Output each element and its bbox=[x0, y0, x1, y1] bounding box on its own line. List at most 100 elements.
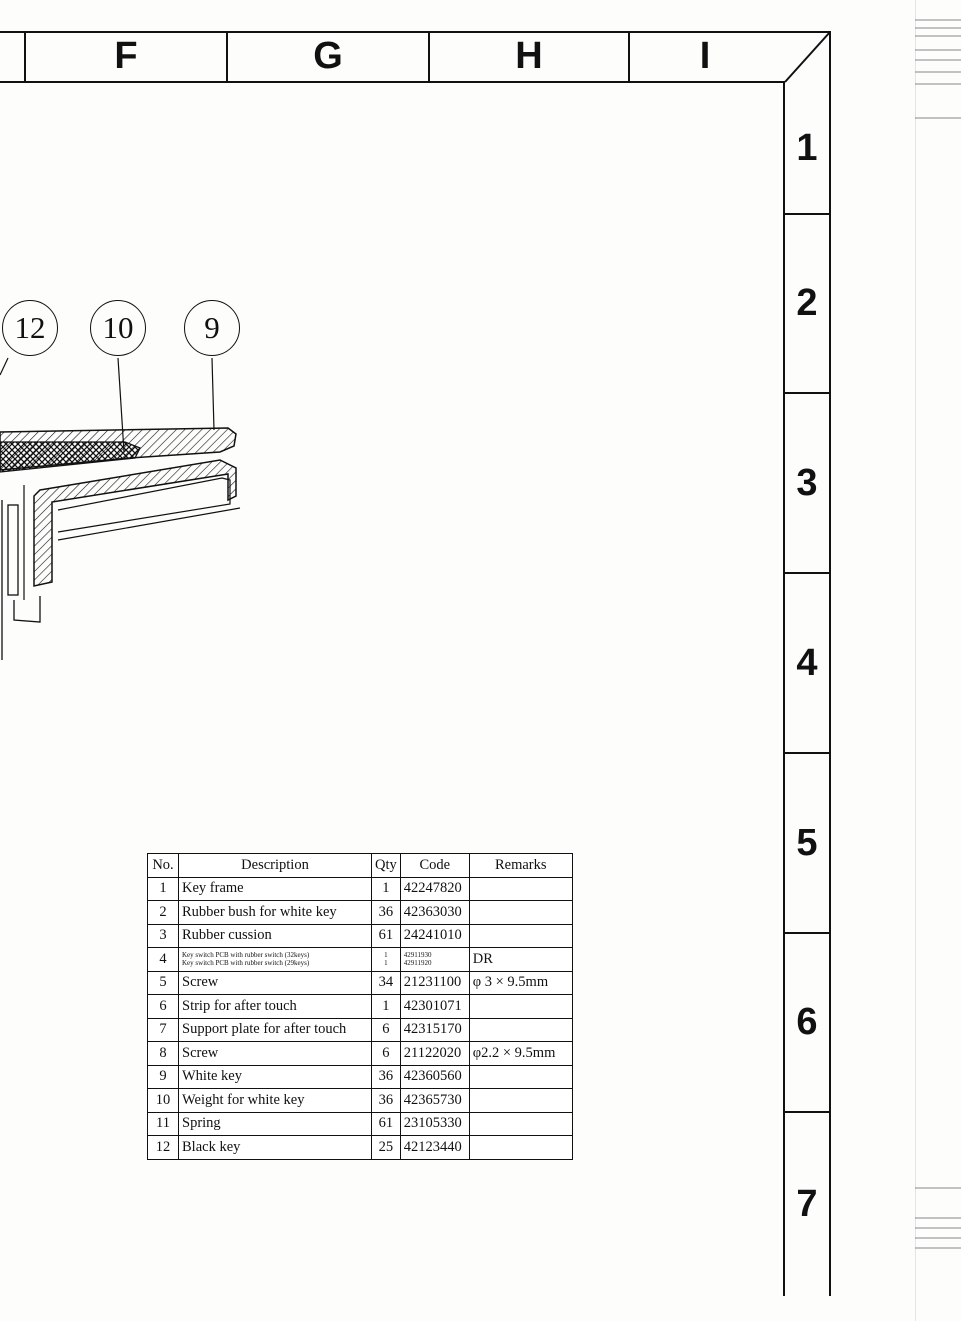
cell-code: 42123440 bbox=[399, 1135, 470, 1160]
cell-qty-line-1: 1 bbox=[384, 951, 388, 960]
cell-description: Black key bbox=[178, 1135, 372, 1160]
callout-9: 9 bbox=[184, 300, 240, 356]
cell-qty: 6 bbox=[371, 1041, 401, 1066]
cell-no: 5 bbox=[147, 970, 179, 995]
cell-code: 42315170 bbox=[399, 1017, 470, 1042]
table-row: 3 Rubber cussion 61 24241010 bbox=[147, 923, 573, 948]
cell-description-line-1: Key switch PCB with rubber switch (32key… bbox=[182, 951, 310, 960]
table-row: 7 Support plate for after touch 6 423151… bbox=[147, 1017, 573, 1042]
row-label-4: 4 bbox=[785, 574, 829, 754]
cell-description: Rubber cussion bbox=[178, 923, 372, 948]
cell-code: 42363030 bbox=[399, 900, 470, 925]
cell-qty: 1 bbox=[371, 994, 401, 1019]
table-row: 6 Strip for after touch 1 42301071 bbox=[147, 994, 573, 1019]
cell-description-line-2: Key switch PCB with rubber switch (29key… bbox=[182, 959, 310, 968]
cell-qty: 36 bbox=[371, 1064, 401, 1089]
cell-code: 23105330 bbox=[399, 1111, 470, 1136]
cell-description: White key bbox=[178, 1064, 372, 1089]
cell-qty: 34 bbox=[371, 970, 401, 995]
cell-qty: 6 bbox=[371, 1017, 401, 1042]
cell-no: 7 bbox=[147, 1017, 179, 1042]
cell-qty-line-2: 1 bbox=[384, 959, 388, 968]
cell-description: Spring bbox=[178, 1111, 372, 1136]
table-row: 1 Key frame 1 42247820 bbox=[147, 876, 573, 901]
cell-description: Support plate for after touch bbox=[178, 1017, 372, 1042]
cell-code-line-1: 42911930 bbox=[403, 951, 432, 960]
header-remarks: Remarks bbox=[468, 853, 573, 878]
cell-remarks bbox=[468, 923, 573, 948]
cell-code: 42301071 bbox=[399, 994, 470, 1019]
cell-remarks: φ 3 × 9.5mm bbox=[468, 970, 573, 995]
cell-qty: 61 bbox=[371, 923, 401, 948]
cell-code: 21231100 bbox=[399, 970, 470, 995]
cell-description: Rubber bush for white key bbox=[178, 900, 372, 925]
cell-code: 42365730 bbox=[399, 1088, 470, 1113]
cell-remarks: φ2.2 × 9.5mm bbox=[468, 1041, 573, 1066]
cell-remarks bbox=[468, 876, 573, 901]
cell-no: 8 bbox=[147, 1041, 179, 1066]
column-label-i: I bbox=[699, 34, 711, 77]
cell-qty: 36 bbox=[371, 1088, 401, 1113]
header-description: Description bbox=[178, 853, 372, 878]
cell-no: 6 bbox=[147, 994, 179, 1019]
cell-remarks bbox=[468, 900, 573, 925]
table-row: 8 Screw 6 21122020 φ2.2 × 9.5mm bbox=[147, 1041, 573, 1066]
cell-remarks bbox=[468, 1088, 573, 1113]
row-label-7: 7 bbox=[796, 1183, 818, 1225]
cell-remarks bbox=[468, 1017, 573, 1042]
cell-description: Strip for after touch bbox=[178, 994, 372, 1019]
cell-remarks: DR bbox=[468, 947, 573, 972]
header-qty: Qty bbox=[371, 853, 401, 878]
cell-code: 42911930 42911920 bbox=[399, 947, 470, 972]
cell-no: 1 bbox=[147, 876, 179, 901]
cell-no: 4 bbox=[147, 947, 179, 972]
table-row: 11 Spring 61 23105330 bbox=[147, 1111, 573, 1136]
header-no: No. bbox=[147, 853, 179, 878]
row-label-3: 3 bbox=[785, 394, 829, 574]
column-label-h: H bbox=[430, 31, 630, 81]
callout-10: 10 bbox=[90, 300, 146, 356]
cell-remarks bbox=[468, 1135, 573, 1160]
table-row: 9 White key 36 42360560 bbox=[147, 1064, 573, 1089]
cell-remarks bbox=[468, 1064, 573, 1089]
cell-remarks bbox=[468, 994, 573, 1019]
header-code: Code bbox=[399, 853, 470, 878]
column-label-g: G bbox=[228, 31, 430, 81]
cell-code: 21122020 bbox=[399, 1041, 470, 1066]
cell-no: 3 bbox=[147, 923, 179, 948]
cell-remarks bbox=[468, 1111, 573, 1136]
parts-list-table: No. Description Qty Code Remarks 1 Key f… bbox=[147, 853, 573, 1160]
cell-description: Key frame bbox=[178, 876, 372, 901]
cell-qty: 1 bbox=[371, 876, 401, 901]
table-row: 5 Screw 34 21231100 φ 3 × 9.5mm bbox=[147, 970, 573, 995]
scan-edge-marks bbox=[915, 0, 961, 1321]
cell-description: Weight for white key bbox=[178, 1088, 372, 1113]
table-row: 10 Weight for white key 36 42365730 bbox=[147, 1088, 573, 1113]
column-label-f: F bbox=[26, 31, 228, 81]
cell-qty: 1 1 bbox=[371, 947, 401, 972]
row-label-6: 6 bbox=[785, 934, 829, 1113]
cell-no: 12 bbox=[147, 1135, 179, 1160]
cell-code: 42247820 bbox=[399, 876, 470, 901]
cell-no: 9 bbox=[147, 1064, 179, 1089]
cell-qty: 25 bbox=[371, 1135, 401, 1160]
cell-description: Screw bbox=[178, 970, 372, 995]
row-label-2: 2 bbox=[785, 215, 829, 394]
table-header-row: No. Description Qty Code Remarks bbox=[147, 853, 573, 878]
column-header-border bbox=[0, 31, 831, 83]
cell-no: 11 bbox=[147, 1111, 179, 1136]
cell-description: Key switch PCB with rubber switch (32key… bbox=[178, 947, 372, 972]
table-row: 4 Key switch PCB with rubber switch (32k… bbox=[147, 947, 573, 972]
cell-qty: 36 bbox=[371, 900, 401, 925]
cell-no: 10 bbox=[147, 1088, 179, 1113]
row-label-5: 5 bbox=[785, 754, 829, 934]
cell-code: 42360560 bbox=[399, 1064, 470, 1089]
cell-code-line-2: 42911920 bbox=[403, 959, 432, 968]
cell-qty: 61 bbox=[371, 1111, 401, 1136]
key-cross-section-drawing bbox=[0, 357, 241, 660]
row-label-1: 1 bbox=[785, 83, 829, 215]
column-header-strip: F G H I bbox=[0, 31, 831, 83]
cell-code: 24241010 bbox=[399, 923, 470, 948]
table-row: 2 Rubber bush for white key 36 42363030 bbox=[147, 900, 573, 925]
cell-no: 2 bbox=[147, 900, 179, 925]
